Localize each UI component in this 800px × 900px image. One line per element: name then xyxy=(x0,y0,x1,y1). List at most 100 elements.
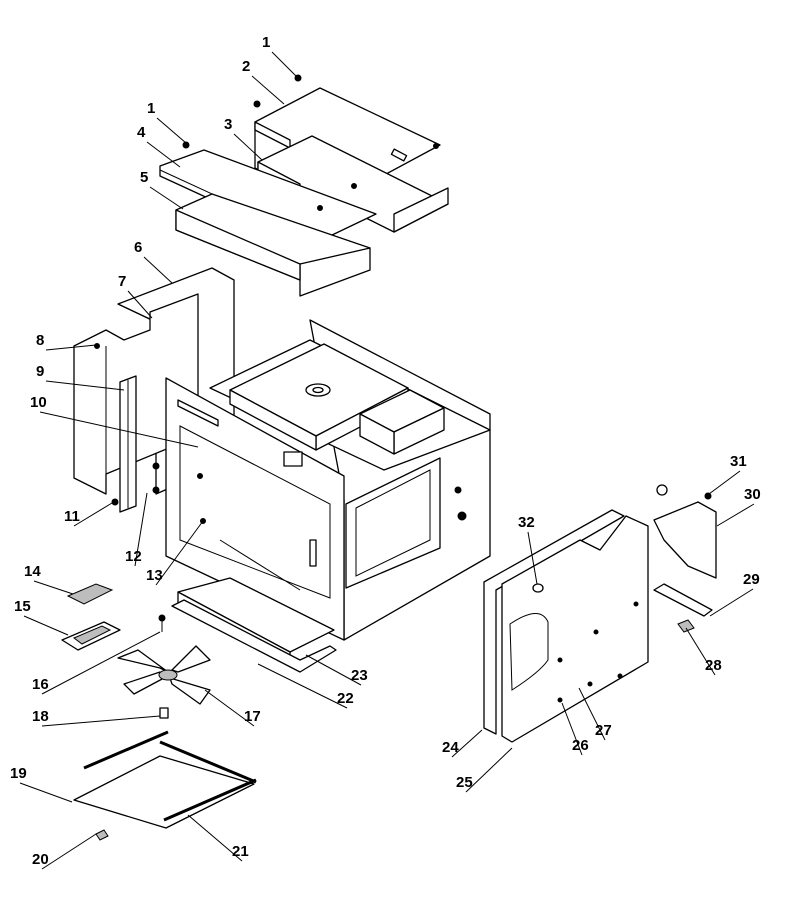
part-25-right-side-panel xyxy=(501,515,649,743)
leader-line xyxy=(451,729,483,758)
leader-line xyxy=(251,75,285,105)
callout-c3: 3 xyxy=(224,116,263,161)
callout-c21: 21 xyxy=(187,814,249,862)
callout-c12: 12 xyxy=(125,492,148,567)
callout-c16: 16 xyxy=(32,631,161,695)
part-21-panel-seals xyxy=(83,730,257,822)
callout-c22: 22 xyxy=(257,663,354,709)
callout-number: 10 xyxy=(30,394,47,411)
callout-c10: 10 xyxy=(30,394,199,448)
callout-number: 23 xyxy=(351,667,368,684)
part-19-bottom-panel xyxy=(73,755,255,829)
callout-number: 22 xyxy=(337,690,354,707)
leader-line xyxy=(33,580,74,595)
leader-line xyxy=(19,782,73,803)
leader-line xyxy=(204,689,255,727)
leader-line xyxy=(149,186,184,210)
part-29-rail xyxy=(653,583,713,617)
leader-line xyxy=(465,747,513,793)
callout-number: 18 xyxy=(32,708,49,725)
callout-c7: 7 xyxy=(118,273,153,319)
oven-chassis xyxy=(165,319,491,641)
callout-c29: 29 xyxy=(709,571,760,617)
callout-c4: 4 xyxy=(137,124,181,168)
callout-number: 4 xyxy=(137,124,146,141)
part-20-clip xyxy=(95,829,109,841)
leader-line xyxy=(41,631,161,695)
leader-line xyxy=(23,615,69,636)
callout-c11: 11 xyxy=(64,502,113,527)
part-32-thermostat-bulb xyxy=(532,484,668,593)
callout-c18: 18 xyxy=(32,708,161,727)
leader-line xyxy=(578,687,606,741)
part-17-fan-blade xyxy=(117,645,211,705)
callout-c19: 19 xyxy=(10,765,73,803)
leader-line xyxy=(41,715,161,727)
callout-number: 14 xyxy=(24,563,41,580)
leader-line xyxy=(561,702,583,756)
callout-c15: 15 xyxy=(14,598,69,636)
callout-c32: 32 xyxy=(518,514,538,585)
callout-c26: 26 xyxy=(561,702,589,756)
leader-line xyxy=(45,380,125,391)
leader-line xyxy=(127,290,153,319)
callout-number: 8 xyxy=(36,332,44,349)
callout-c20: 20 xyxy=(32,833,97,870)
callout-c2: 2 xyxy=(242,58,285,105)
callout-number: 20 xyxy=(32,851,49,868)
part-9-side-bracket xyxy=(119,375,137,513)
callout-number: 2 xyxy=(242,58,250,75)
callout-number: 1 xyxy=(262,34,270,51)
leader-line xyxy=(305,654,362,686)
part-30-right-bracket xyxy=(653,501,717,579)
callout-number: 25 xyxy=(456,774,473,791)
callout-number: 9 xyxy=(36,363,44,380)
callout-c8: 8 xyxy=(36,332,97,351)
part-18-fan-shaft xyxy=(159,707,169,719)
callout-number: 32 xyxy=(518,514,535,531)
callout-number: 13 xyxy=(146,567,163,584)
callout-c30: 30 xyxy=(716,486,761,527)
callout-number: 6 xyxy=(134,239,142,256)
leader-line xyxy=(187,814,243,862)
part-24-right-side-insulation xyxy=(483,509,625,735)
callout-number: 7 xyxy=(118,273,126,290)
callout-number: 29 xyxy=(743,571,760,588)
part-14-fan-cover-seal xyxy=(66,583,114,605)
part-5-front-insulation xyxy=(175,193,371,297)
callout-c27: 27 xyxy=(578,687,612,741)
callout-c17: 17 xyxy=(204,689,261,727)
callout-c24: 24 xyxy=(442,729,483,758)
part-15-fan-gasket xyxy=(61,621,121,651)
callout-number: 3 xyxy=(224,116,232,133)
callout-number: 12 xyxy=(125,548,142,565)
part-16-fan-screw xyxy=(158,614,166,632)
callout-number: 1 xyxy=(147,100,155,117)
callout-c14: 14 xyxy=(24,563,74,595)
leader-line xyxy=(527,531,538,585)
callout-c28: 28 xyxy=(685,627,722,676)
leader-line xyxy=(156,117,187,144)
callout-number: 26 xyxy=(572,737,589,754)
leader-line xyxy=(708,470,741,495)
callout-c1a: 1 xyxy=(262,34,299,79)
callout-c9: 9 xyxy=(36,363,125,391)
callout-number: 15 xyxy=(14,598,31,615)
callout-c23: 23 xyxy=(305,654,368,686)
leader-line xyxy=(39,411,199,448)
callout-number: 30 xyxy=(744,486,761,503)
leader-line xyxy=(716,503,755,527)
leader-line xyxy=(709,588,754,617)
leader-line xyxy=(271,51,299,79)
leader-line xyxy=(45,344,97,351)
callout-number: 19 xyxy=(10,765,27,782)
leader-line xyxy=(134,492,148,567)
callout-number: 17 xyxy=(244,708,261,725)
leader-line xyxy=(685,627,716,676)
callout-c1b: 1 xyxy=(147,100,187,144)
part-28-clip xyxy=(677,619,695,633)
callout-c6: 6 xyxy=(134,239,173,284)
leader-line xyxy=(233,133,263,161)
